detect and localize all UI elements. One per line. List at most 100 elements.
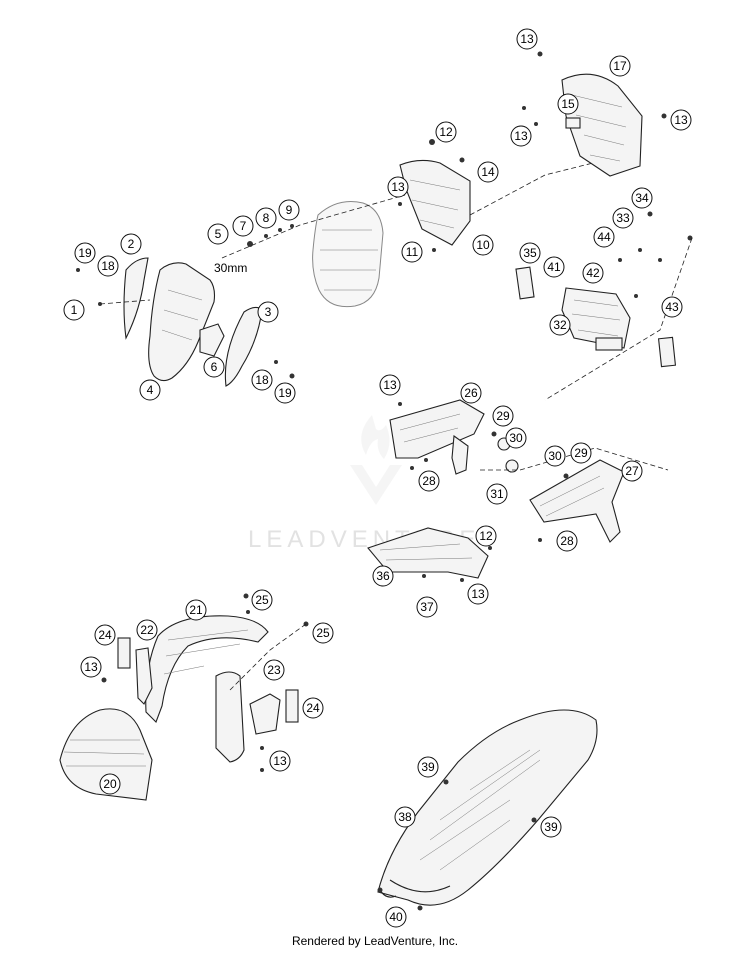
footer-credit: Rendered by LeadVenture, Inc. [291,934,459,948]
callout-19: 19 [74,242,96,264]
dimension-label: 30mm [214,261,247,275]
svg-text:31: 31 [490,487,504,501]
svg-text:13: 13 [674,113,688,127]
callout-28: 28 [418,470,440,492]
svg-text:30: 30 [548,449,562,463]
svg-text:41: 41 [547,260,561,274]
svg-text:9: 9 [286,203,293,217]
callout-39: 39 [417,756,439,778]
callout-43: 43 [661,296,683,318]
callout-41: 41 [543,256,565,278]
callout-40: 40 [385,906,407,928]
callout-1: 1 [63,299,85,321]
callout-7: 7 [232,215,254,237]
callout-2: 2 [120,233,142,255]
callout-33: 33 [612,207,634,229]
svg-text:17: 17 [613,59,627,73]
svg-text:35: 35 [523,246,537,260]
svg-text:13: 13 [84,660,98,674]
callout-28: 28 [556,530,578,552]
callout-30: 30 [505,427,527,449]
svg-text:10: 10 [476,238,490,252]
svg-text:29: 29 [574,446,588,460]
svg-text:18: 18 [255,373,269,387]
callout-13: 13 [269,750,291,772]
svg-text:5: 5 [215,227,222,241]
callout-13: 13 [80,656,102,678]
callout-37: 37 [416,596,438,618]
svg-text:25: 25 [316,626,330,640]
callout-30: 30 [544,445,566,467]
callout-11: 11 [401,241,423,263]
callout-25: 25 [312,622,334,644]
svg-text:13: 13 [520,32,534,46]
svg-text:13: 13 [391,180,405,194]
callout-34: 34 [631,187,653,209]
svg-text:14: 14 [481,165,495,179]
svg-text:39: 39 [421,760,435,774]
svg-text:13: 13 [383,378,397,392]
svg-text:12: 12 [439,125,453,139]
svg-text:24: 24 [306,701,320,715]
svg-text:28: 28 [422,474,436,488]
callout-18: 18 [97,255,119,277]
callout-29: 29 [570,442,592,464]
callout-9: 9 [278,199,300,221]
callout-20: 20 [99,773,121,795]
svg-text:22: 22 [140,623,154,637]
callout-13: 13 [387,176,409,198]
svg-text:40: 40 [389,910,403,924]
svg-text:7: 7 [240,219,247,233]
callout-13: 13 [516,28,538,50]
svg-text:11: 11 [406,245,419,259]
callout-22: 22 [136,619,158,641]
svg-text:42: 42 [586,266,600,280]
callout-13: 13 [467,583,489,605]
callout-36: 36 [372,565,394,587]
callout-5: 5 [207,223,229,245]
callout-15: 15 [557,93,579,115]
svg-text:4: 4 [147,383,154,397]
callout-17: 17 [609,55,631,77]
callout-18: 18 [251,369,273,391]
svg-text:30: 30 [509,431,523,445]
svg-text:13: 13 [471,587,485,601]
svg-text:44: 44 [597,230,611,244]
callout-10: 10 [472,234,494,256]
callout-8: 8 [255,207,277,229]
headlight-mask-assembly: 30mm [76,194,406,387]
svg-text:32: 32 [553,318,567,332]
callout-29: 29 [492,405,514,427]
cover-plate [367,527,492,582]
svg-text:21: 21 [189,603,203,617]
callout-26: 26 [460,382,482,404]
callout-25: 25 [251,589,273,611]
svg-text:12: 12 [479,529,493,543]
svg-text:2: 2 [128,237,135,251]
svg-text:20: 20 [103,777,117,791]
callout-38: 38 [394,806,416,828]
callout-23: 23 [263,659,285,681]
svg-text:25: 25 [255,593,269,607]
license-plate-bracket [515,211,693,401]
svg-text:27: 27 [625,464,639,478]
svg-text:19: 19 [78,246,92,260]
callout-24: 24 [302,697,324,719]
svg-text:34: 34 [635,191,649,205]
svg-text:3: 3 [265,305,272,319]
callout-14: 14 [477,161,499,183]
callout-27: 27 [621,460,643,482]
callout-31: 31 [486,483,508,505]
svg-text:39: 39 [544,820,558,834]
callout-19: 19 [274,382,296,404]
svg-text:18: 18 [101,259,115,273]
callout-21: 21 [185,599,207,621]
front-fender-assembly [59,593,309,801]
svg-text:23: 23 [267,663,281,677]
svg-text:13: 13 [273,754,287,768]
callout-12: 12 [435,121,457,143]
svg-text:24: 24 [98,628,112,642]
svg-text:38: 38 [398,810,412,824]
svg-text:26: 26 [464,386,478,400]
svg-text:13: 13 [514,129,528,143]
